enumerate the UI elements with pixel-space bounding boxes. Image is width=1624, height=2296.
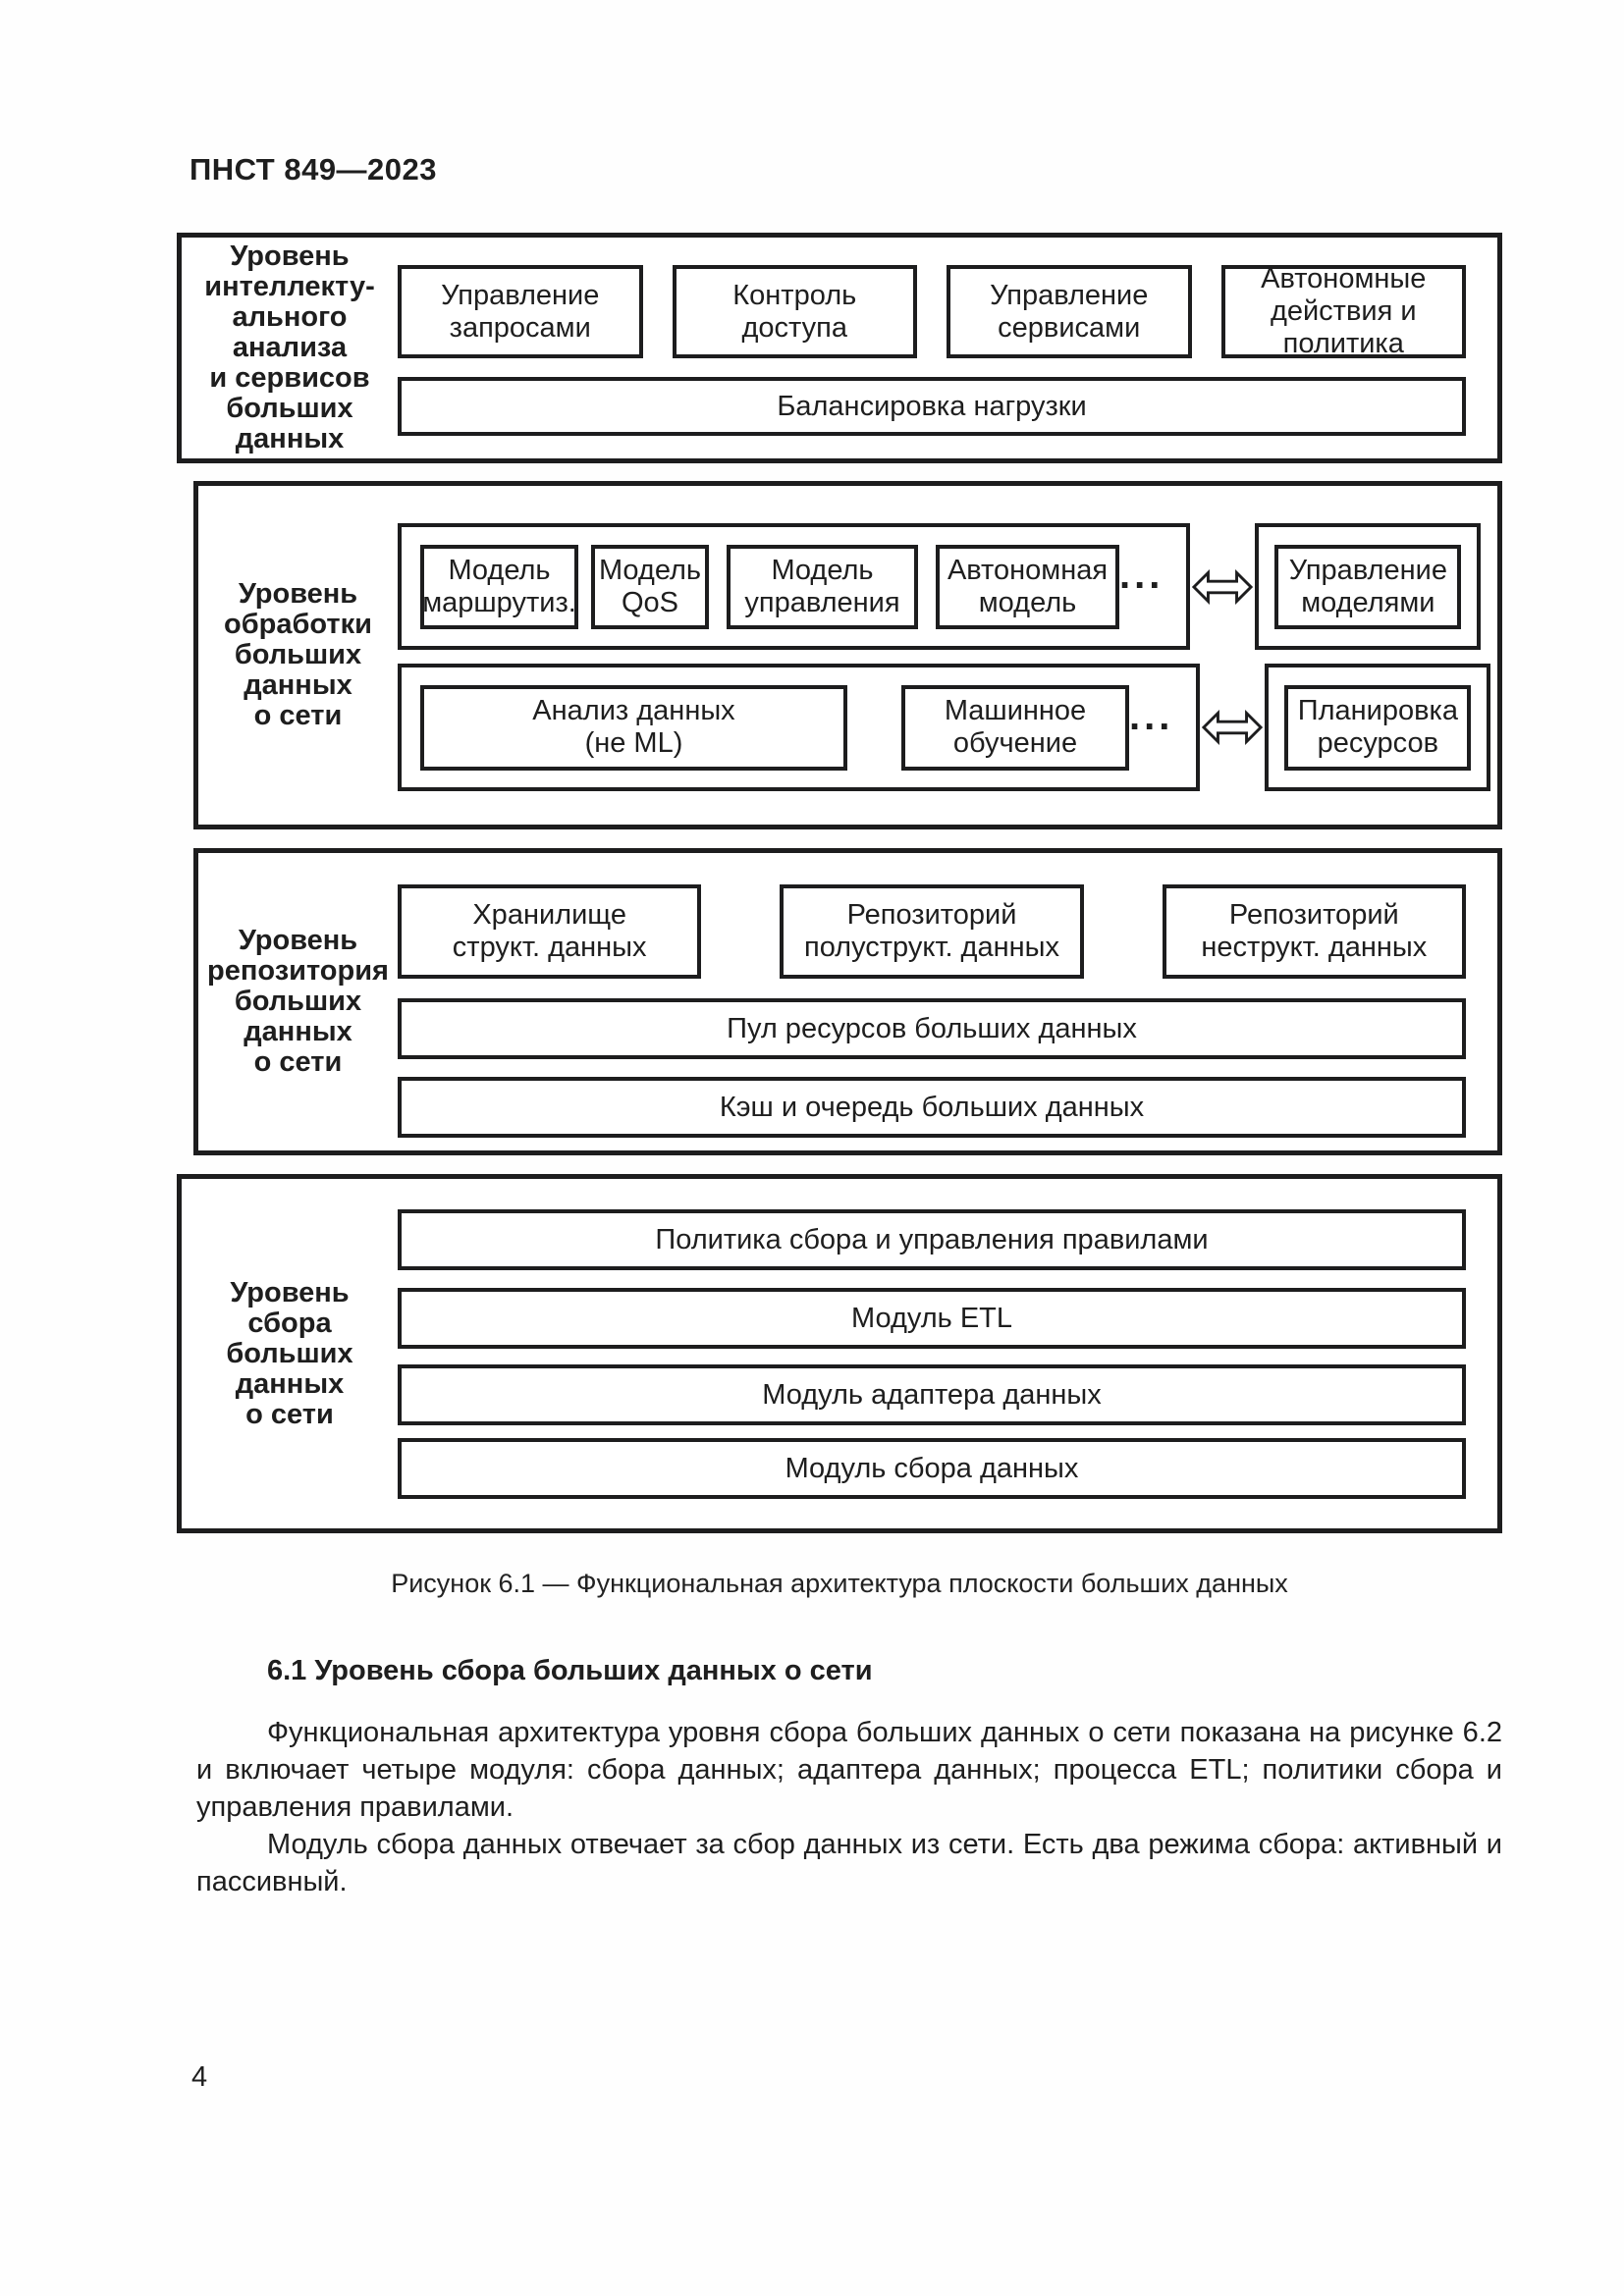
ellipsis: ... — [1119, 554, 1164, 597]
models-container: Модель маршрутиз. Модель QoS Модель упра… — [398, 523, 1191, 650]
section-text: 6.1 Уровень сбора больших данных о сети … — [196, 1655, 1502, 1900]
box-etl-module: Модуль ETL — [398, 1288, 1466, 1349]
box-collection-policy: Политика сбора и управления правилами — [398, 1209, 1466, 1270]
box-service-management: Управление сервисами — [947, 265, 1192, 358]
page-number: 4 — [191, 2061, 208, 2093]
box-data-analysis: Анализ данных (не ML) — [420, 684, 847, 771]
layer-processing: Уровень обработки больших данных о сети … — [193, 481, 1502, 829]
paragraph: Функциональная архитектура уровня сбора … — [196, 1717, 1502, 1823]
layer-intelligence-services: Уровень интеллекту- ального анализа и се… — [177, 233, 1502, 463]
box-routing-model: Модель маршрутиз. — [420, 544, 578, 629]
figure-caption: Рисунок 6.1 — Функциональная архитектура… — [391, 1569, 1288, 1598]
box-resource-planning: Планировка ресурсов — [1284, 684, 1472, 771]
box-qos-model: Модель QoS — [591, 544, 709, 629]
box-semistructured-repository: Репозиторий полуструкт. данных — [780, 884, 1084, 979]
layer-label: Уровень репозитория больших данных о сет… — [207, 925, 389, 1078]
box-control-model: Модель управления — [727, 544, 918, 629]
box-data-collection-module: Модуль сбора данных — [398, 1438, 1466, 1499]
resource-planning-container: Планировка ресурсов — [1265, 664, 1491, 791]
layer-collection: Уровень сбора больших данных о сети Поли… — [177, 1174, 1502, 1533]
layer-label: Уровень обработки больших данных о сети — [224, 578, 372, 731]
layer-label: Уровень сбора больших данных о сети — [226, 1276, 353, 1430]
paragraph: Модуль сбора данных отвечает за сбор дан… — [196, 1829, 1502, 1897]
model-management-container: Управление моделями — [1255, 523, 1482, 650]
box-model-management: Управление моделями — [1274, 544, 1462, 629]
box-cache-queue: Кэш и очередь больших данных — [398, 1077, 1466, 1138]
box-request-management: Управление запросами — [398, 265, 643, 358]
double-arrow-icon — [1202, 709, 1264, 746]
box-machine-learning: Машинное обучение — [901, 684, 1129, 771]
box-autonomous-model: Автономная модель — [936, 544, 1119, 629]
box-autonomous-actions-policy: Автономные действия и политика — [1220, 263, 1466, 359]
analytics-container: Анализ данных (не ML) Машинное обучение … — [398, 664, 1201, 791]
section-heading: 6.1 Уровень сбора больших данных о сети — [267, 1655, 873, 1686]
figure-6-1-diagram: Уровень интеллекту- ального анализа и се… — [177, 233, 1502, 1533]
box-data-adapter-module: Модуль адаптера данных — [398, 1364, 1466, 1425]
layer-label: Уровень интеллекту- ального анализа и се… — [204, 240, 375, 454]
double-arrow-icon — [1192, 568, 1254, 605]
ellipsis: ... — [1129, 694, 1174, 738]
document-code: ПНСТ 849—2023 — [189, 152, 438, 187]
box-unstructured-repository: Репозиторий неструкт. данных — [1162, 884, 1466, 979]
layer-repository: Уровень репозитория больших данных о сет… — [193, 848, 1502, 1155]
box-structured-storage: Хранилище структ. данных — [398, 884, 702, 979]
box-access-control: Контроль доступа — [672, 265, 917, 358]
box-load-balancing: Балансировка нагрузки — [398, 377, 1466, 436]
box-resource-pool: Пул ресурсов больших данных — [398, 998, 1466, 1059]
